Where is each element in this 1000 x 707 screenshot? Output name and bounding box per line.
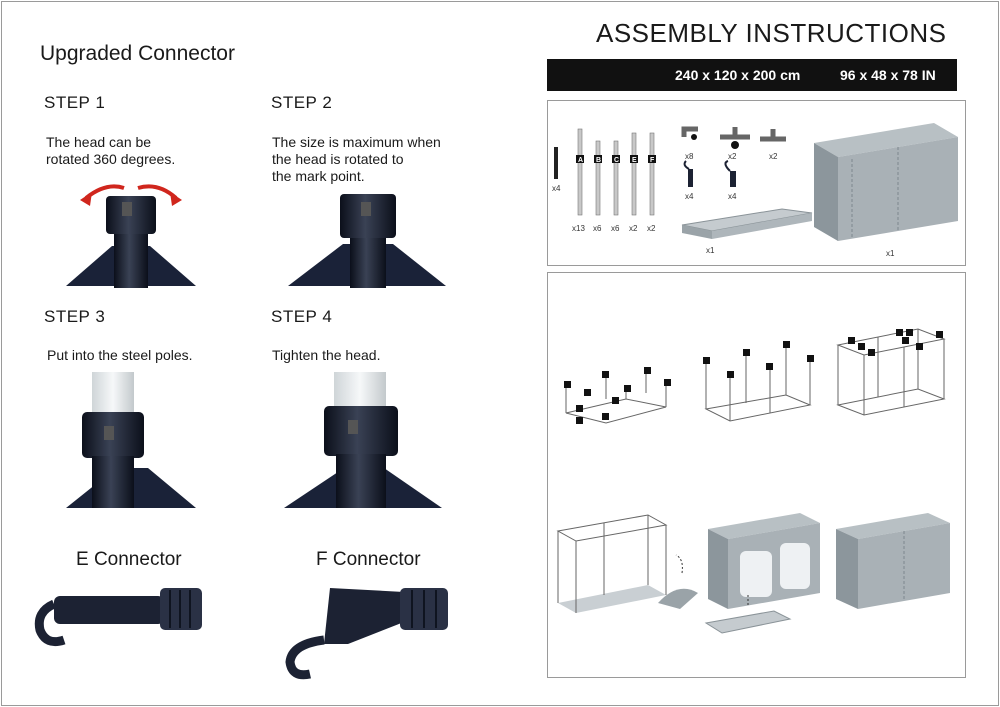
e-connector-image [34, 588, 202, 647]
assembly-title: ASSEMBLY INSTRUCTIONS [596, 18, 947, 48]
svg-text:x6: x6 [611, 224, 620, 233]
svg-text:F: F [650, 157, 655, 164]
step-4-image [284, 372, 442, 508]
step-frame-top [836, 328, 946, 416]
svg-text:C: C [614, 157, 619, 164]
tent: x1 [814, 123, 958, 258]
svg-text:x2: x2 [769, 152, 778, 161]
svg-text:x4: x4 [685, 192, 694, 201]
step-2-image [288, 194, 446, 288]
step-frame-verticals [704, 345, 812, 422]
size-in: 96 x 48 x 78 IN [840, 67, 936, 83]
side-connector: x2 [760, 129, 786, 161]
step-3-label: STEP 3 [44, 307, 106, 326]
step-2-label: STEP 2 [271, 93, 333, 112]
step-4-label: STEP 4 [271, 307, 333, 326]
tray: x1 [681, 208, 813, 255]
step-frame-base [565, 367, 667, 424]
svg-text:x13: x13 [572, 224, 585, 233]
e-connector-label: E Connector [76, 549, 182, 570]
svg-text:x6: x6 [593, 224, 602, 233]
hook-e: x4 [683, 160, 694, 201]
svg-text:x4: x4 [728, 192, 737, 201]
f-connector-image [285, 588, 448, 680]
size-cm: 240 x 120 x 200 cm [675, 67, 801, 83]
svg-text:x4: x4 [552, 184, 561, 193]
step-frame-liner [556, 514, 698, 613]
svg-text:A: A [578, 157, 583, 164]
step-3-desc: Put into the steel poles. [47, 347, 193, 363]
step-4-desc: Tighten the head. [272, 347, 381, 363]
svg-text:E: E [632, 157, 637, 164]
t-connector: x2 [720, 127, 750, 161]
pole-a: A x13 [572, 128, 585, 233]
step-1-image [66, 184, 196, 288]
parts-diagram: x4 A x13 B x6 C x6 E x2 F x2 [552, 123, 958, 258]
svg-text:x8: x8 [685, 152, 694, 161]
f-connector-label: F Connector [316, 549, 421, 570]
corner-connector: x8 [681, 126, 698, 161]
assembly-steps-panel [547, 272, 966, 678]
step-3-image [66, 372, 196, 508]
parts-panel: x4 A x13 B x6 C x6 E x2 F x2 [547, 100, 966, 266]
hook-f: x4 [724, 160, 737, 201]
pole-e: E x2 [629, 132, 638, 233]
pole-b: B x6 [593, 140, 602, 233]
assembly-steps-diagram [556, 328, 950, 634]
upgraded-connector-title: Upgraded Connector [40, 42, 235, 65]
pole-c: C x6 [611, 140, 620, 233]
step-tent-closed [836, 513, 950, 609]
step-tent-open [704, 513, 820, 634]
step-1-label: STEP 1 [44, 93, 106, 112]
svg-text:x1: x1 [706, 246, 715, 255]
svg-text:x2: x2 [647, 224, 656, 233]
size-bar: 240 x 120 x 200 cm 96 x 48 x 78 IN [547, 59, 957, 91]
svg-text:x2: x2 [629, 224, 638, 233]
svg-text:x2: x2 [728, 152, 737, 161]
svg-text:x1: x1 [886, 249, 895, 258]
pole-f: F x2 [647, 132, 656, 233]
svg-text:B: B [596, 157, 601, 164]
